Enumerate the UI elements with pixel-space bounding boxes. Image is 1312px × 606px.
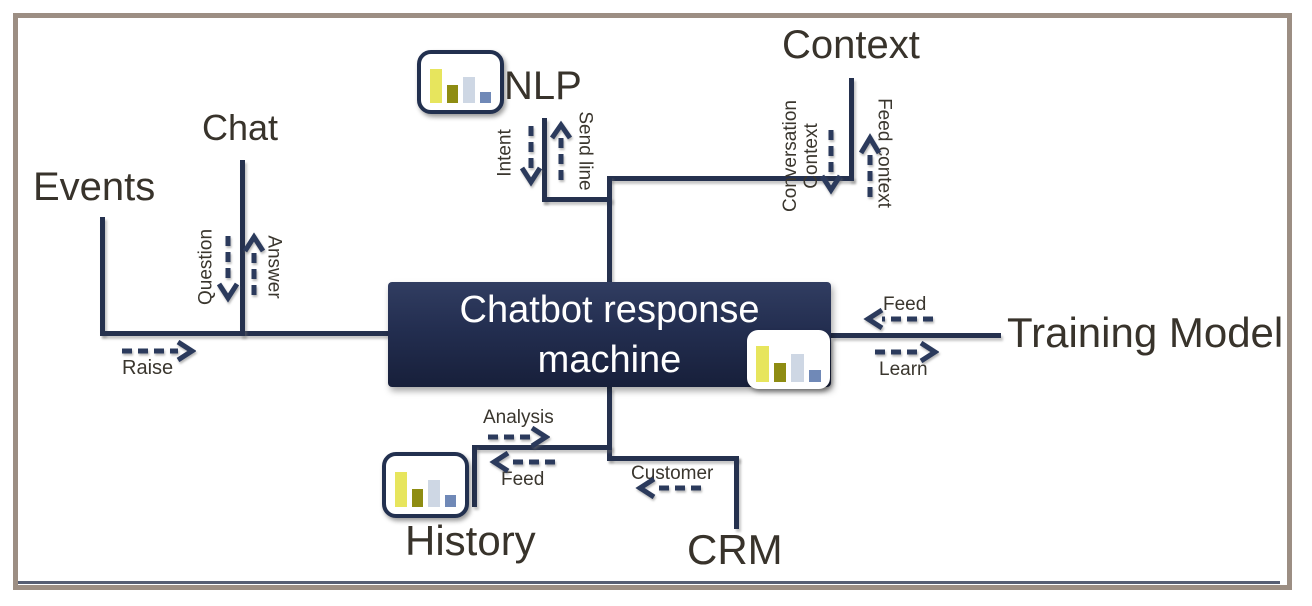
node-label-crm: CRM [687, 526, 783, 573]
node-label-chat: Chat [202, 107, 279, 148]
feed-history-label: Feed [501, 469, 545, 490]
context-line-vertical [849, 78, 854, 181]
question-label: Question [195, 228, 217, 306]
answer-label: Answer [263, 235, 285, 299]
bar-chart-icon [382, 452, 469, 518]
feed-training-label: Feed [883, 294, 927, 315]
center-title-line2: machine [537, 338, 682, 381]
node-label-training-model: Training Model [1007, 309, 1284, 356]
learn-label: Learn [879, 359, 928, 380]
chat-line-vertical [240, 160, 245, 336]
customer-arrow-left [635, 477, 701, 499]
learn-arrow-right [875, 341, 939, 363]
events-line-vertical [100, 217, 105, 335]
frame-bottom-shadow [18, 581, 1280, 584]
analysis-arrow-right [488, 426, 550, 448]
nlp-line-horizontal [542, 197, 612, 202]
conversation-context-label-line2: Context [801, 123, 822, 189]
crm-line-vertical [734, 456, 739, 529]
raise-arrow-right [122, 340, 196, 362]
send-line-arrow-up [550, 120, 572, 180]
node-label-context: Context [782, 23, 920, 67]
question-arrow-down [217, 236, 239, 303]
nlp-line-vertical [542, 118, 547, 202]
conversation-context-label-line1: Conversation [780, 100, 801, 212]
raise-label: Raise [122, 357, 174, 379]
center-bottom-line-vertical [607, 387, 612, 460]
feed-context-arrow-up [859, 133, 881, 197]
training-line-horizontal [831, 333, 1001, 338]
center-title-line1: Chatbot response [459, 288, 760, 331]
analysis-label: Analysis [483, 407, 554, 428]
history-line-horizontal [472, 445, 612, 450]
center-top-line-vertical [607, 176, 612, 284]
outer-frame [13, 13, 1292, 590]
send-line-label: Send line [574, 111, 596, 191]
conversation-context-label: Conversation Context [780, 100, 822, 212]
feed-history-arrow-left [489, 451, 555, 473]
conversation-context-arrow-down [820, 130, 842, 195]
node-label-nlp: NLP [504, 64, 582, 108]
bar-chart-icon [417, 50, 504, 114]
node-label-events: Events [33, 165, 156, 209]
feed-training-arrow-left [863, 308, 933, 330]
events-chat-line-horizontal [100, 331, 390, 336]
crm-line-horizontal [607, 456, 739, 461]
bar-chart-icon [747, 330, 830, 389]
top-line-horizontal [607, 176, 854, 181]
node-label-history: History [405, 517, 536, 564]
intent-label: Intent [494, 129, 516, 177]
intent-arrow-down [520, 126, 542, 187]
history-line-vertical [472, 445, 477, 507]
answer-arrow-up [243, 232, 265, 295]
